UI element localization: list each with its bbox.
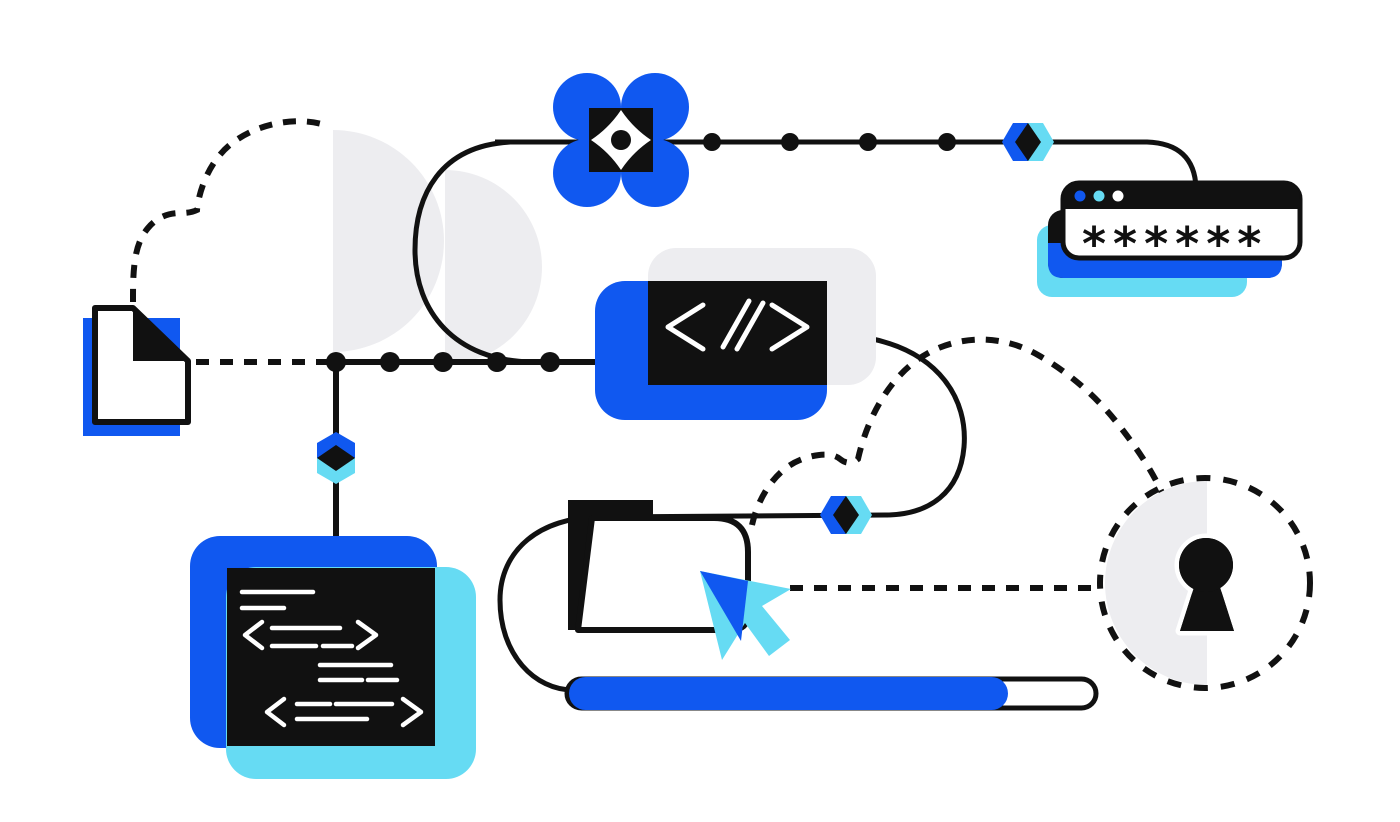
traffic-dot-cyan xyxy=(1093,190,1105,202)
topline xyxy=(495,139,1199,189)
document-page xyxy=(92,305,191,425)
progress-fill xyxy=(569,677,1008,710)
progress-bar xyxy=(564,676,1099,711)
code-tag-block xyxy=(595,248,876,420)
traffic-dot-blue xyxy=(1074,190,1086,202)
document-file xyxy=(83,305,191,436)
editor-panel xyxy=(227,568,435,746)
code-tag-icon xyxy=(665,298,810,352)
gem-icon xyxy=(820,496,872,534)
cloud-left xyxy=(130,118,542,364)
cloud-fill-large xyxy=(333,130,444,352)
junction-dot xyxy=(326,352,346,372)
keyhole-lock xyxy=(790,475,1313,691)
keyhole-dashed-circle xyxy=(1097,475,1313,691)
gem-icon xyxy=(317,432,355,484)
gem-icon xyxy=(1002,123,1054,161)
traffic-dot-white xyxy=(1112,190,1124,202)
topline-dot xyxy=(781,133,799,151)
connector-code-to-folder xyxy=(497,335,967,693)
password-titlebar xyxy=(1063,183,1300,209)
midline-network xyxy=(196,352,600,545)
junction-dot xyxy=(380,352,400,372)
masked-password-text: ****** xyxy=(1082,217,1268,271)
code-editor-block xyxy=(190,536,476,779)
connector-flower-to-midline xyxy=(412,139,560,365)
topline-dot xyxy=(703,133,721,151)
junction-dot xyxy=(540,352,560,372)
document-fold-corner xyxy=(133,306,190,361)
editor-code-lines xyxy=(239,589,424,728)
junction-dot xyxy=(433,352,453,372)
flower-node xyxy=(553,73,689,207)
cursor-arrow-icon xyxy=(700,571,791,660)
cloud-dashed-outline xyxy=(130,118,330,302)
sparkle-center-dot xyxy=(611,130,631,150)
junction-dot xyxy=(487,352,507,372)
keyhole-icon xyxy=(1174,533,1239,636)
cloud-right-dashed-outline xyxy=(749,336,1166,526)
topline-network xyxy=(495,133,1199,189)
topline-dot xyxy=(938,133,956,151)
cloud-fill-small xyxy=(445,170,542,364)
cursor-facet xyxy=(700,571,748,641)
topline-dot xyxy=(859,133,877,151)
password-window: ****** xyxy=(1037,180,1303,297)
